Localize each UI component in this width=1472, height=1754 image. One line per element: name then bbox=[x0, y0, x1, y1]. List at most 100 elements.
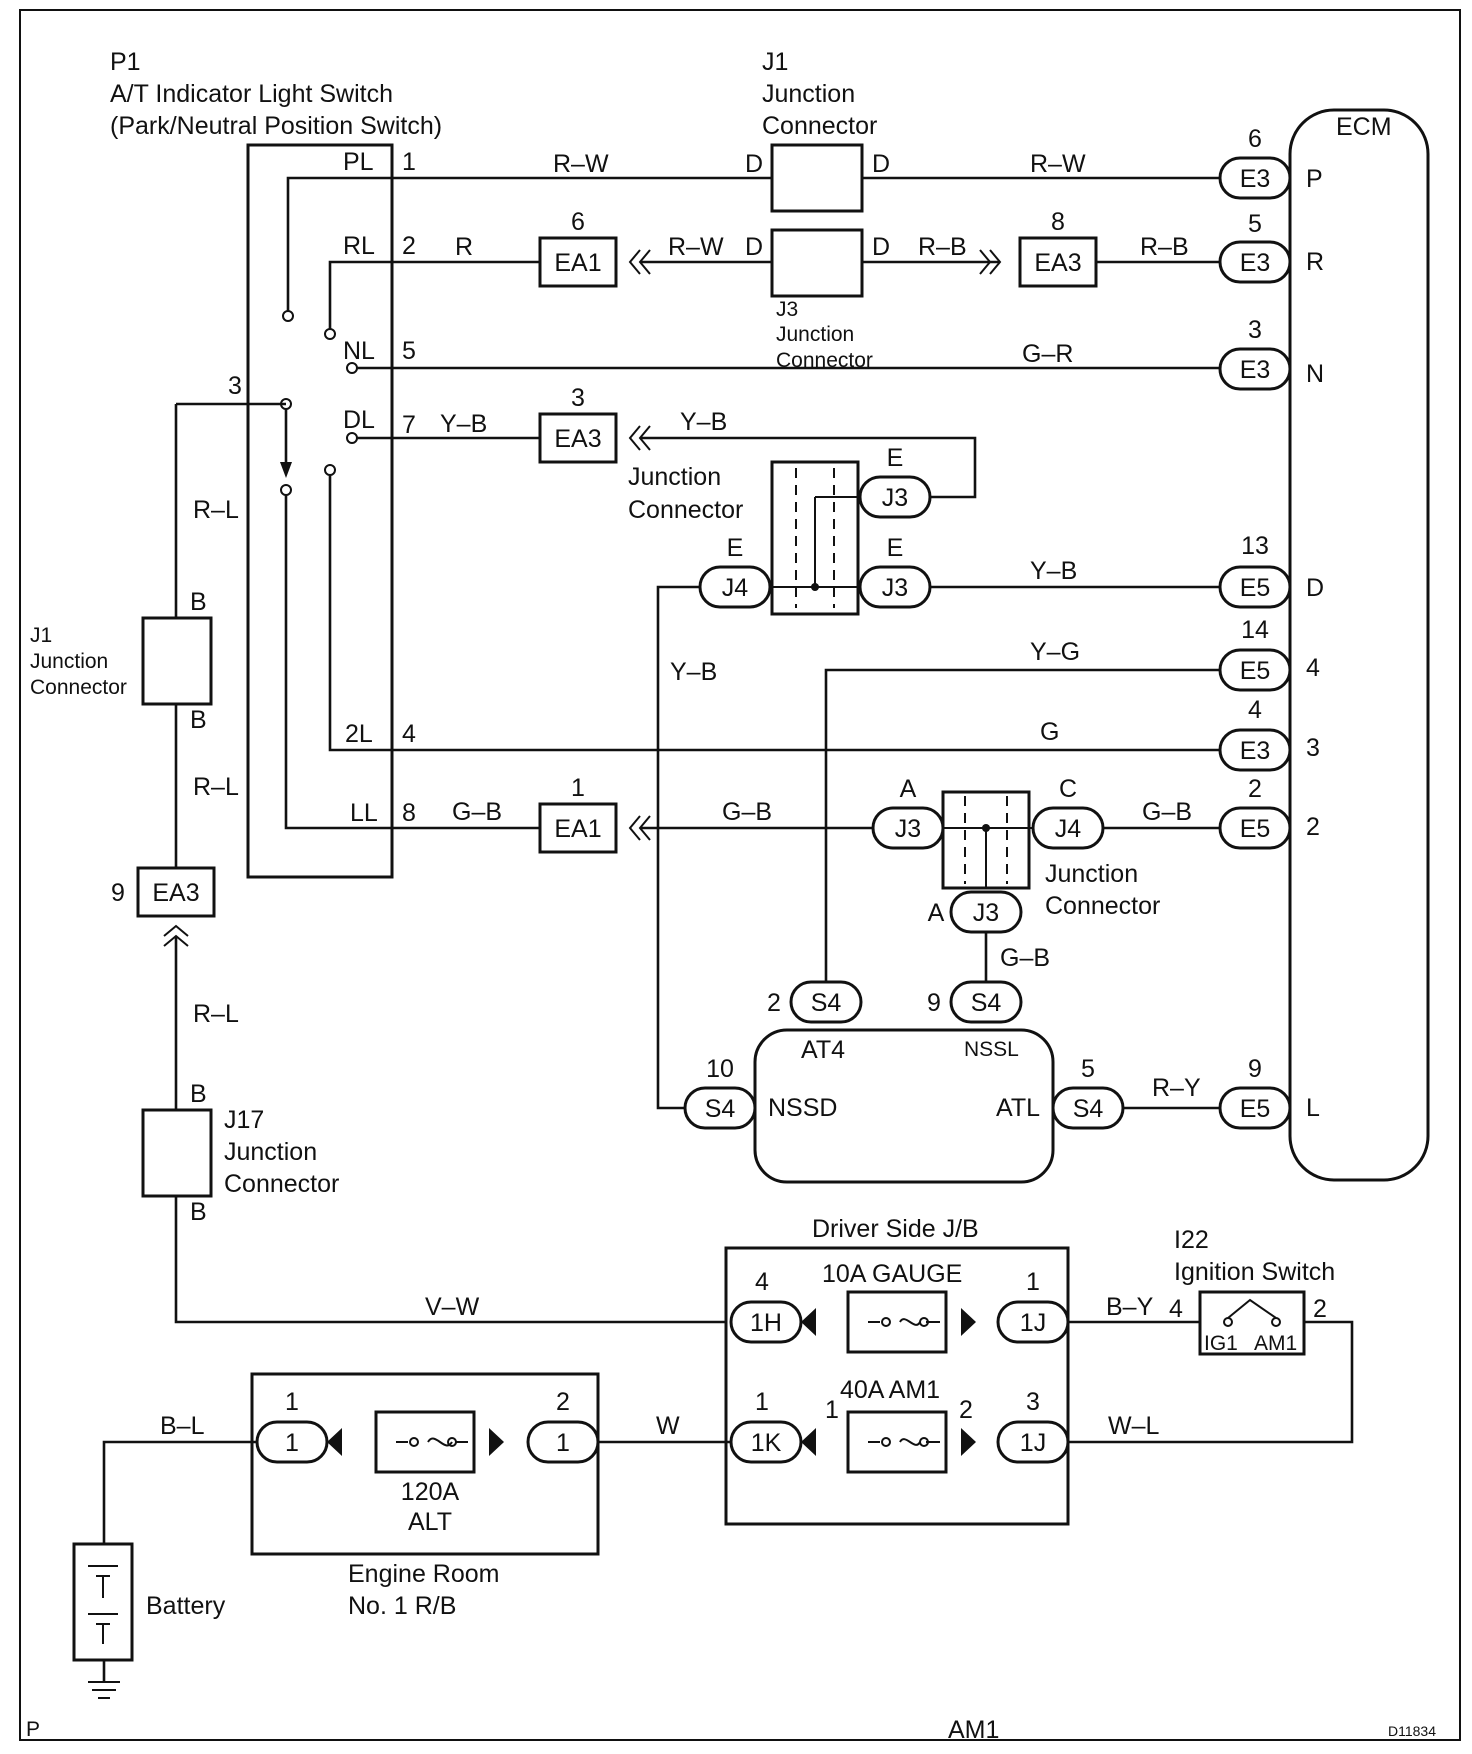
terminal-at4: AT4 bbox=[801, 1036, 845, 1064]
j1-junction-left bbox=[141, 616, 213, 706]
jb-pin-1: 1 bbox=[1026, 1268, 1040, 1296]
j1-left-code: J1 bbox=[30, 624, 52, 647]
j1-left-line1: Junction bbox=[30, 650, 108, 673]
pin-14: 14 bbox=[1241, 616, 1269, 644]
connector-e5-4: E5 bbox=[1240, 657, 1271, 685]
ign-pin-4: 4 bbox=[1169, 1295, 1183, 1323]
j1-line1: Junction bbox=[762, 80, 855, 108]
wire-label-w: W bbox=[656, 1412, 680, 1440]
connector-s4-10: S4 bbox=[705, 1095, 736, 1123]
ignition-am1: AM1 bbox=[1254, 1332, 1297, 1355]
fuse-alt-line2: ALT bbox=[408, 1508, 452, 1536]
pin-8: 8 bbox=[402, 799, 416, 827]
j3-pin-e-lower: E bbox=[887, 534, 904, 562]
ign-pin-2: 2 bbox=[1313, 1295, 1327, 1323]
wire-label-bl: B–L bbox=[160, 1412, 205, 1440]
connector-j3-e-upper: J3 bbox=[882, 484, 908, 512]
terminal-dl: DL bbox=[343, 406, 375, 434]
ignition-name: Ignition Switch bbox=[1174, 1258, 1335, 1286]
wire-label-rw-3: R–W bbox=[668, 233, 724, 261]
j3-pin-e-upper: E bbox=[887, 444, 904, 472]
wire-g: G E3 4 bbox=[392, 696, 1292, 772]
wire-label-wl: W–L bbox=[1108, 1412, 1160, 1440]
wire-label-rl-2: R–L bbox=[193, 773, 239, 801]
wire-label-gb-4: G–B bbox=[1000, 944, 1050, 972]
footer-right: D11834 bbox=[1388, 1723, 1436, 1739]
j1-pin-d-out: D bbox=[872, 150, 890, 178]
wire-label-ry: R–Y bbox=[1152, 1074, 1201, 1102]
ea3-connector-dl bbox=[538, 412, 618, 464]
jc-right-line1: Junction bbox=[1045, 860, 1138, 888]
wire-label-gb: G–B bbox=[452, 798, 502, 826]
pin-2: 2 bbox=[402, 232, 416, 260]
j1-line2: Connector bbox=[762, 112, 877, 140]
wire-label-yb-4: Y–B bbox=[670, 658, 717, 686]
jc-mid-line1: Junction bbox=[628, 463, 721, 491]
connector-e5-2: E5 bbox=[1240, 815, 1271, 843]
terminal-nssl: NSSL bbox=[964, 1038, 1019, 1061]
j1-junction-top: J1 Junction Connector bbox=[762, 48, 877, 213]
ecm: ECM P R N D 4 3 2 L bbox=[1288, 108, 1430, 1182]
ecm-terminal-r: R bbox=[1306, 248, 1324, 276]
wire-dl: Y–B EA3 3 Y–B bbox=[392, 384, 977, 499]
j4-pin-e: E bbox=[727, 534, 744, 562]
j1-left-line2: Connector bbox=[30, 676, 127, 699]
connector-e3: E3 bbox=[1240, 165, 1271, 193]
j17-line2: Connector bbox=[224, 1170, 339, 1198]
ea1-pin-6: 6 bbox=[571, 208, 585, 236]
p1-switch: P1 A/T Indicator Light Switch (Park/Neut… bbox=[110, 48, 442, 879]
connector-e3-n: E3 bbox=[1240, 356, 1271, 384]
ecm-terminal-p: P bbox=[1306, 165, 1323, 193]
wire-label-yb-2: Y–B bbox=[680, 408, 727, 436]
connector-1j-top: 1J bbox=[1020, 1309, 1046, 1337]
ignition-code: I22 bbox=[1174, 1226, 1209, 1254]
j3-junction-top bbox=[770, 228, 864, 298]
wire-label-rl-3: R–L bbox=[193, 1000, 239, 1028]
footer-left: P bbox=[26, 1718, 40, 1741]
wire-label-yb-3: Y–B bbox=[1030, 557, 1077, 585]
pin-2-ecm: 2 bbox=[1248, 775, 1262, 803]
wire-label-yg: Y–G bbox=[1030, 638, 1080, 666]
rb-pin-2: 2 bbox=[556, 1388, 570, 1416]
wire-yb-down: Y–B bbox=[656, 585, 717, 1110]
wire-label-rb: R–B bbox=[918, 233, 967, 261]
j3-code: J3 bbox=[776, 298, 798, 321]
terminal-nl: NL bbox=[343, 337, 375, 365]
rb-pin-1: 1 bbox=[285, 1388, 299, 1416]
j1-code: J1 bbox=[762, 48, 788, 76]
driver-side-jb: Driver Side J/B 10A GAUGE 1H 4 1J 1 40A … bbox=[724, 1215, 1070, 1526]
terminal-atl: ATL bbox=[996, 1094, 1040, 1122]
ignition-ig1: IG1 bbox=[1204, 1332, 1238, 1355]
wire-label-yb: Y–B bbox=[440, 410, 487, 438]
p1-name: A/T Indicator Light Switch bbox=[110, 80, 393, 108]
j1-pin-d-in: D bbox=[745, 150, 763, 178]
s4-pin-10: 10 bbox=[706, 1055, 734, 1083]
wire-nl: G–R E3 3 bbox=[392, 316, 1292, 391]
pin-3: 3 bbox=[228, 372, 242, 400]
wire-label-r: R bbox=[455, 233, 473, 261]
connector-ea3-dl: EA3 bbox=[554, 425, 601, 453]
fuse-alt bbox=[374, 1410, 476, 1474]
am1-pin-2: 2 bbox=[959, 1396, 973, 1424]
connector-rb-1-left: 1 bbox=[285, 1429, 299, 1457]
connector-ea3-left: EA3 bbox=[152, 879, 199, 907]
ea3-connector-left bbox=[136, 866, 216, 918]
connector-e3-3: E3 bbox=[1240, 737, 1271, 765]
wire-label-vw: V–W bbox=[425, 1293, 480, 1321]
pin-6: 6 bbox=[1248, 125, 1262, 153]
s4-pin-5: 5 bbox=[1081, 1055, 1095, 1083]
wire-label-rw-2: R–W bbox=[1030, 150, 1086, 178]
connector-s4-5: S4 bbox=[1073, 1095, 1104, 1123]
fuse-alt-line1: 120A bbox=[401, 1478, 460, 1506]
connector-rb-1-right: 1 bbox=[556, 1429, 570, 1457]
j17-code: J17 bbox=[224, 1106, 264, 1134]
connector-1h: 1H bbox=[750, 1309, 782, 1337]
terminal-2l: 2L bbox=[345, 720, 373, 748]
p1-subname: (Park/Neutral Position Switch) bbox=[110, 112, 442, 140]
connector-e5-d: E5 bbox=[1240, 574, 1271, 602]
jb-pin-4: 4 bbox=[755, 1268, 769, 1296]
connector-s4-9: S4 bbox=[971, 989, 1002, 1017]
s4-pin-2: 2 bbox=[767, 989, 781, 1017]
ecm-terminal-d: D bbox=[1306, 574, 1324, 602]
s4-pin-9: 9 bbox=[927, 989, 941, 1017]
